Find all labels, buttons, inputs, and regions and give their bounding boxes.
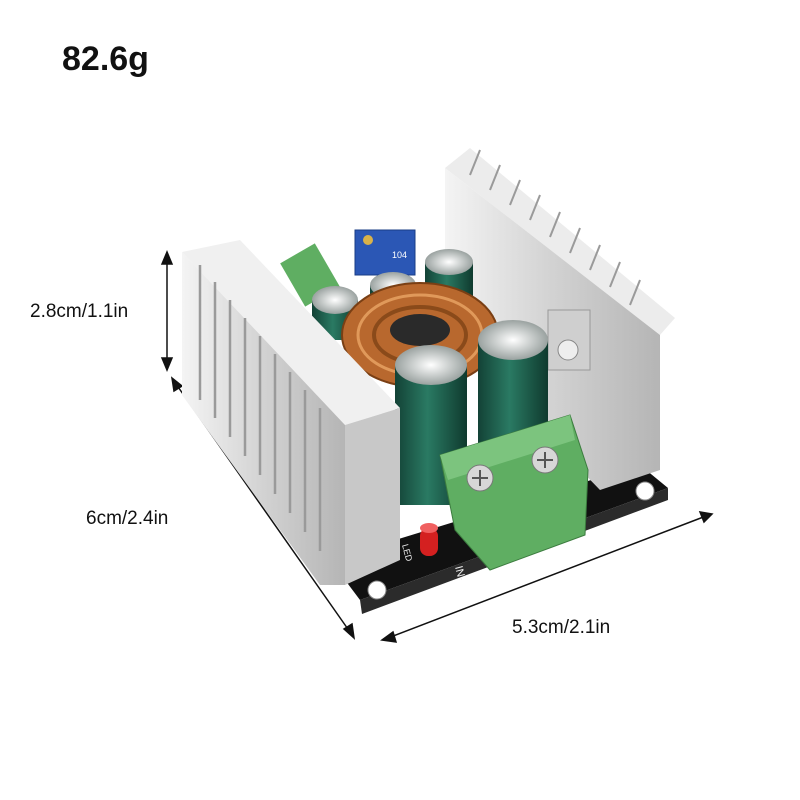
height-dimension-arrow (160, 250, 174, 372)
weight-label: 82.6g (62, 40, 149, 78)
height-dimension-label: 2.8cm/1.1in (30, 301, 129, 322)
left-heatsink (182, 240, 400, 585)
input-label: IN- (452, 565, 467, 583)
length-dimension-label: 6cm/2.4in (86, 508, 169, 529)
potentiometer: 104 (354, 229, 416, 276)
pot-code: 104 (392, 250, 407, 260)
right-heatsink (445, 148, 675, 490)
width-dimension-arrow (380, 511, 714, 643)
led-label: LED (400, 543, 414, 563)
output-terminal-block (439, 414, 589, 571)
width-dimension-label: 5.3cm/2.1in (512, 617, 611, 638)
indicator-led (420, 523, 438, 556)
